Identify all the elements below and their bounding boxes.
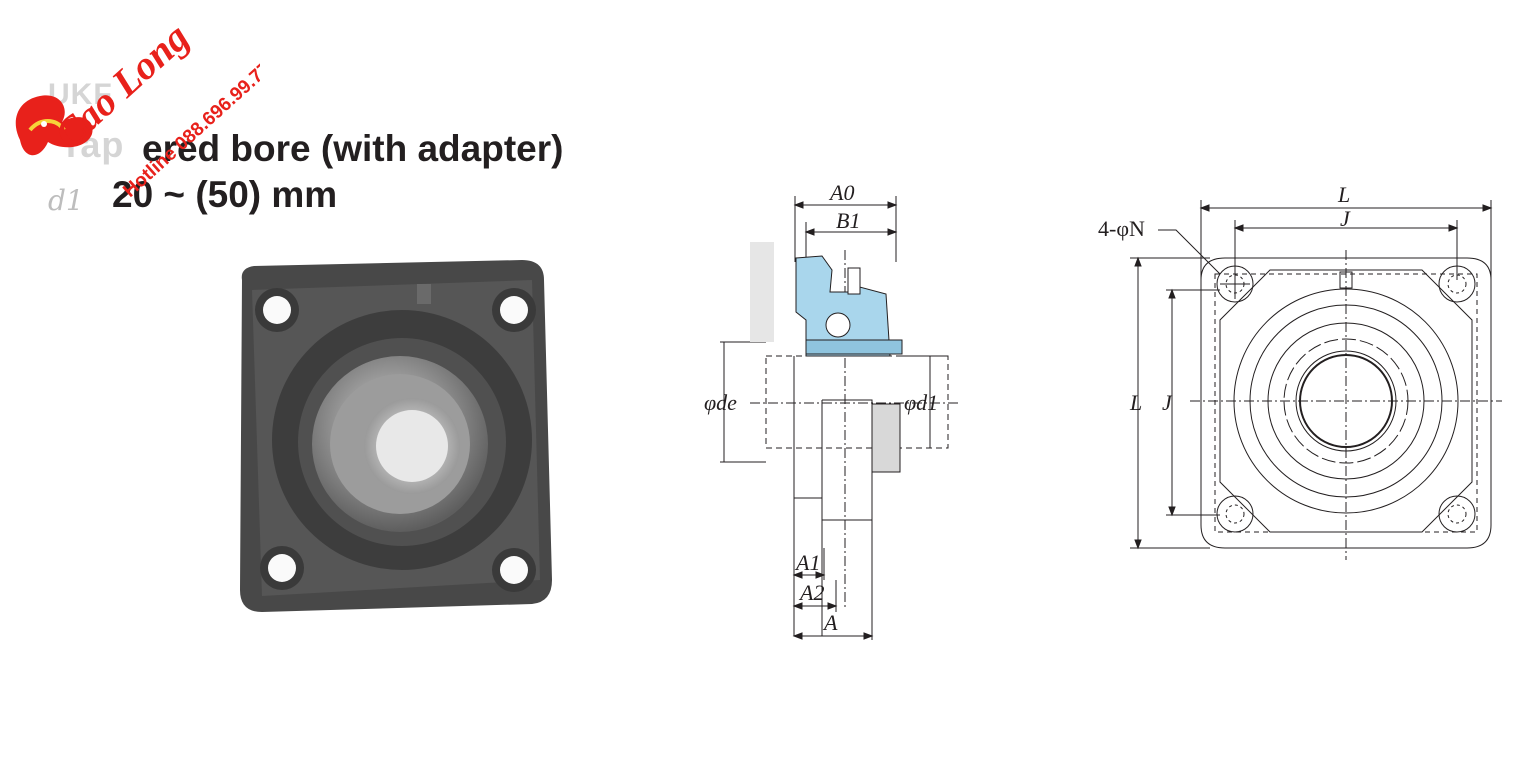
label-j-top: J [1340, 206, 1351, 231]
label-de: φde [704, 390, 737, 415]
label-n: 4-φN [1098, 216, 1145, 241]
bearing-photo [240, 260, 552, 612]
label-l-top: L [1337, 182, 1350, 207]
label-a1: A1 [794, 550, 820, 575]
bearing-section [750, 242, 903, 473]
bore-range: 20 ~ (50) mm [112, 174, 338, 215]
label-a: A [822, 610, 838, 635]
cao-long-watermark: Cao Long Hotline 088.696.99.77 [15, 14, 260, 202]
section-drawing: A0 B1 φde φd1 A1 A2 A [704, 180, 960, 640]
ghost-d1: d1 [48, 184, 84, 217]
label-b1: B1 [836, 208, 860, 233]
front-drawing: L J 4-φN L J [1098, 182, 1502, 560]
label-d1: φd1 [904, 390, 938, 415]
page-title: ered bore (with adapter) [142, 128, 564, 169]
label-j-side: J [1162, 390, 1173, 415]
label-a2: A2 [798, 580, 824, 605]
dragon-logo-icon [15, 95, 93, 156]
label-a0: A0 [828, 180, 854, 205]
label-l-side: L [1129, 390, 1142, 415]
